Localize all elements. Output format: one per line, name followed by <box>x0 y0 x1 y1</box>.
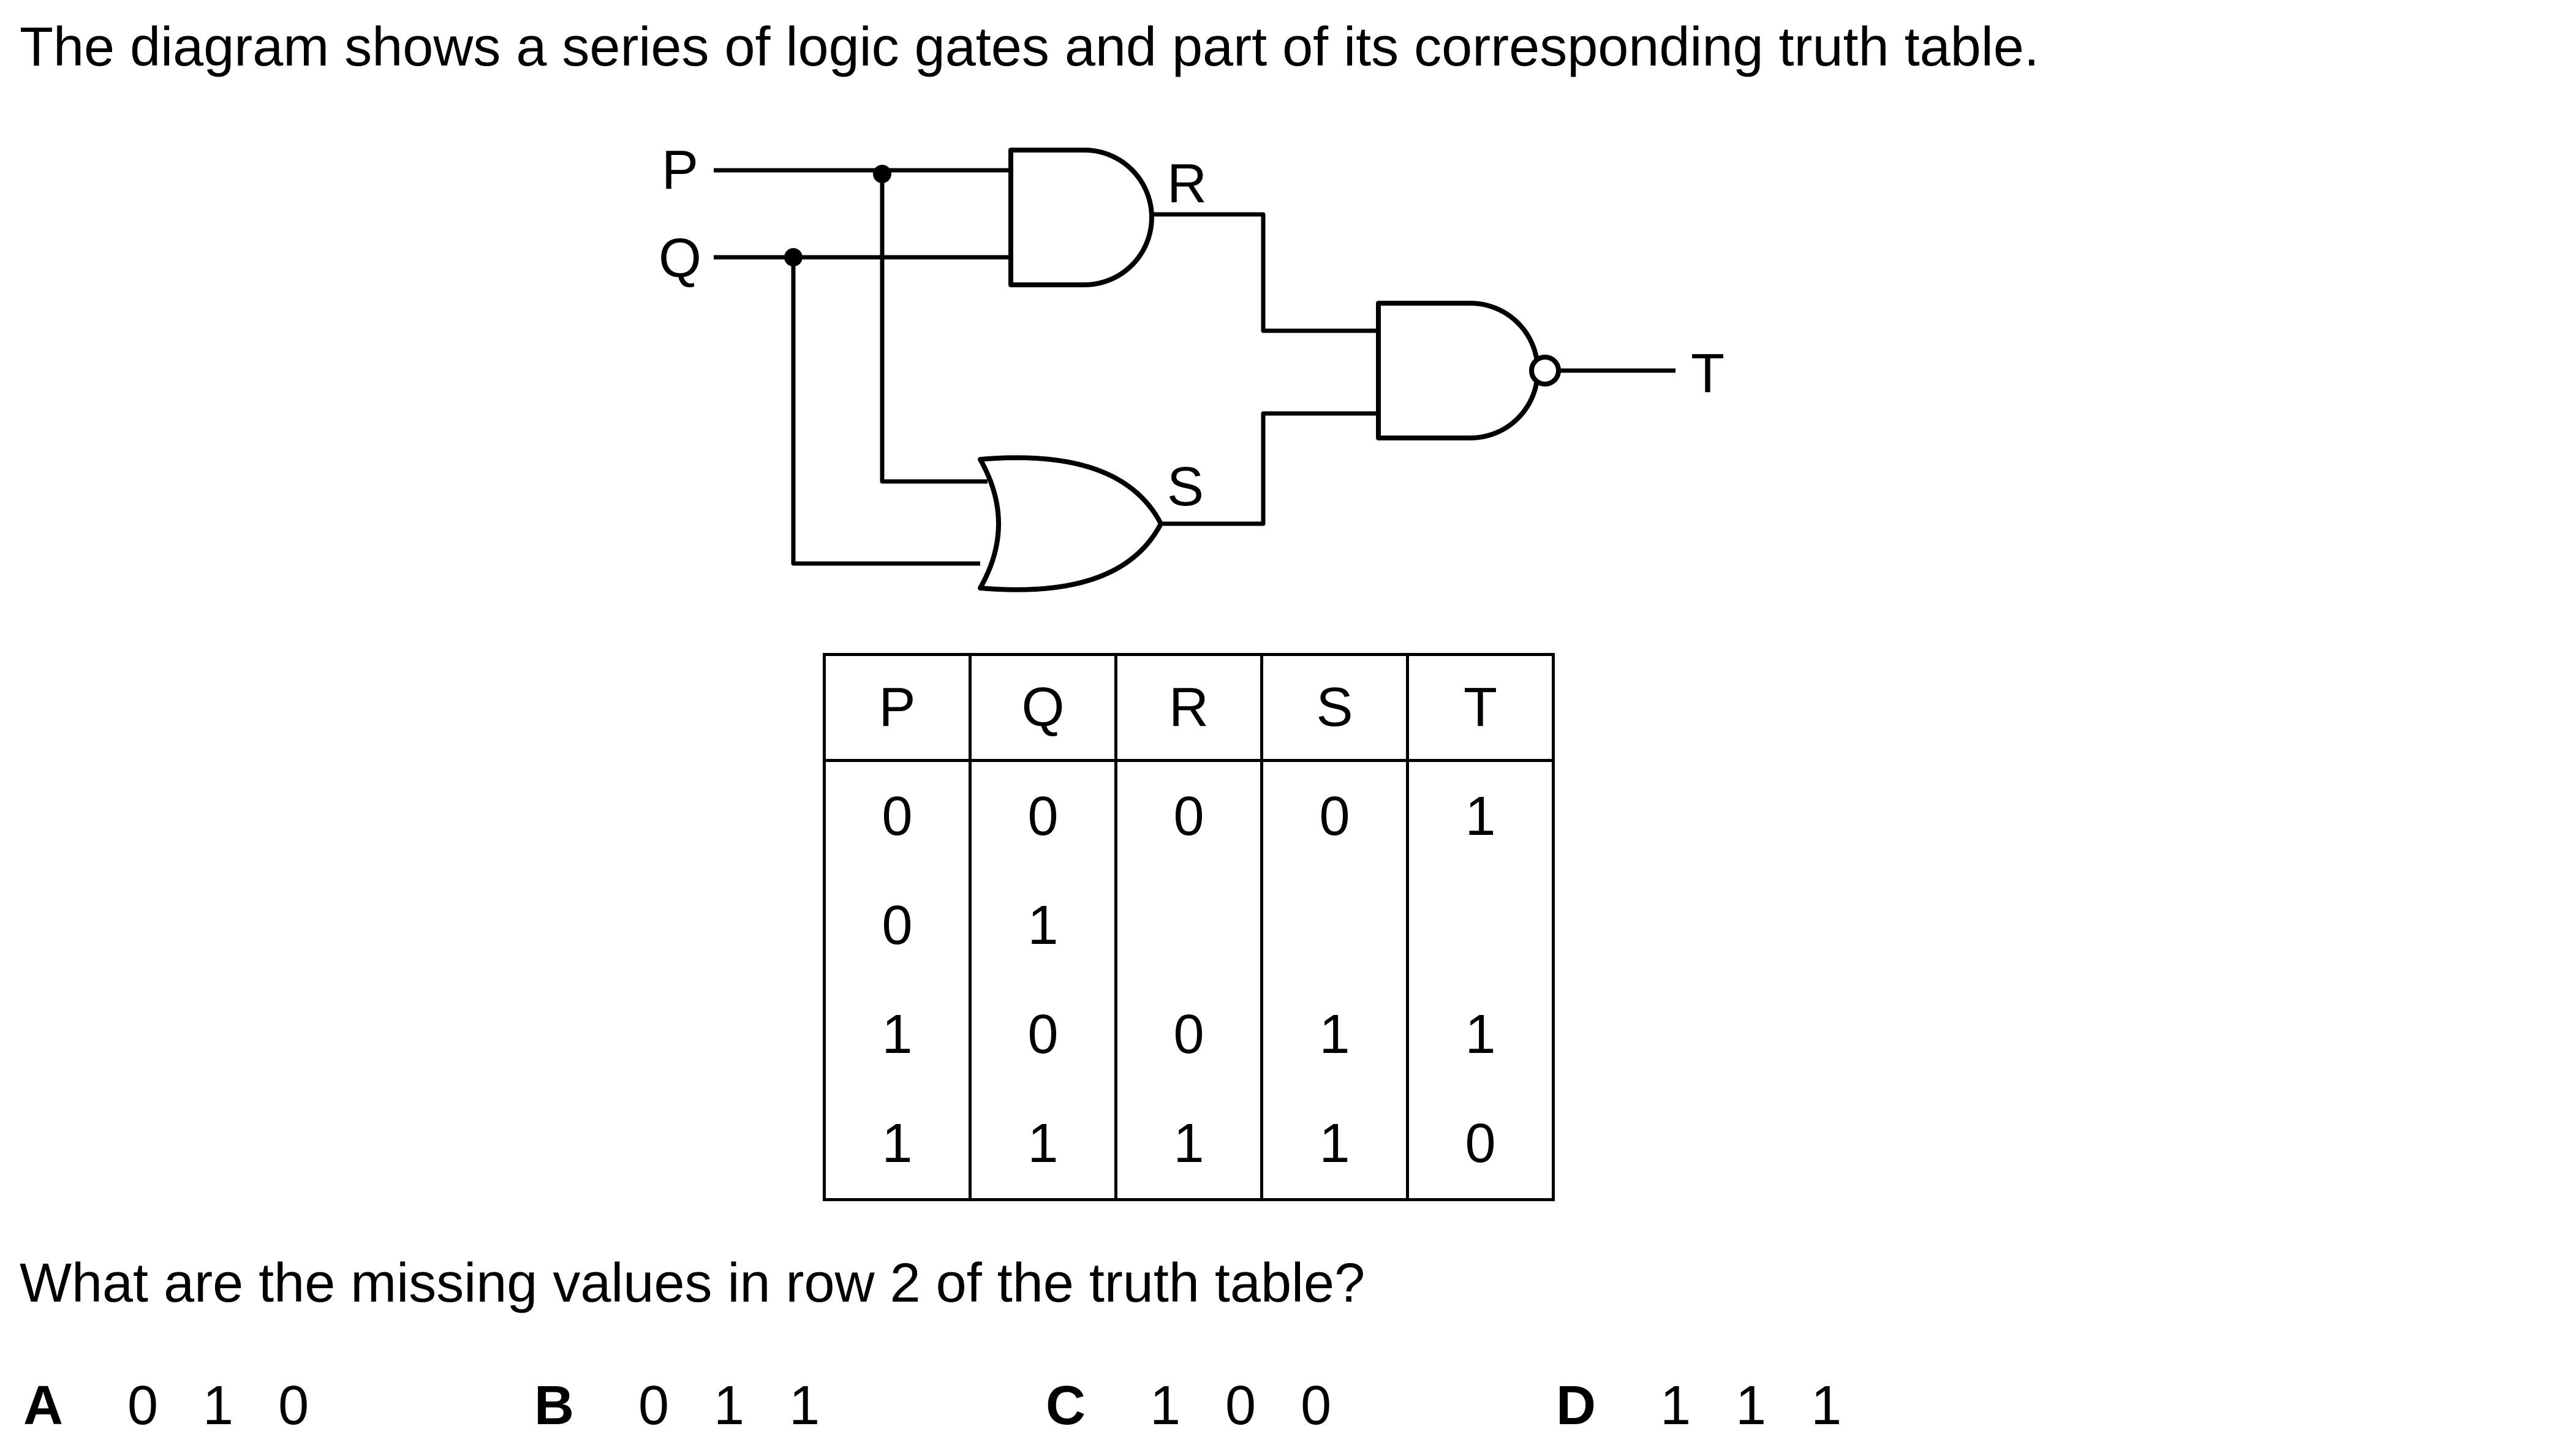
cell: 1 <box>823 1089 972 1200</box>
cell: 0 <box>969 760 1117 871</box>
cell: 0 <box>969 980 1117 1089</box>
logic-circuit: P Q R S T <box>659 140 1725 592</box>
table-row: 0 1 <box>823 871 1555 980</box>
cell: 1 <box>1260 980 1409 1089</box>
nand-bubble <box>1529 355 1561 387</box>
junction-dot-q <box>784 248 803 266</box>
option-c[interactable]: C 1 0 0 <box>1046 1372 1346 1439</box>
option-a[interactable]: A 0 1 0 <box>23 1372 323 1439</box>
option-value: 0 1 0 <box>127 1375 324 1436</box>
option-letter: B <box>534 1375 574 1436</box>
header-s: S <box>1260 654 1409 762</box>
cell: 1 <box>1260 1089 1409 1200</box>
nand-gate <box>1376 301 1540 440</box>
option-letter: D <box>1556 1375 1596 1436</box>
cell: 1 <box>969 871 1117 980</box>
option-value: 0 1 1 <box>638 1375 835 1436</box>
header-t: T <box>1406 654 1555 762</box>
header-q: Q <box>969 654 1117 762</box>
cell: 0 <box>1114 760 1263 871</box>
table-row: 0 0 0 0 1 <box>823 760 1555 871</box>
table-row: 1 1 1 1 0 <box>823 1089 1555 1200</box>
and-gate <box>1008 148 1154 287</box>
option-value: 1 0 0 <box>1150 1375 1347 1436</box>
option-value: 1 1 1 <box>1660 1375 1857 1436</box>
label-t: T <box>1691 343 1725 404</box>
cell-missing <box>1406 871 1555 980</box>
junction-dot-p <box>873 165 891 183</box>
truth-table: P Q R S T 0 0 0 0 1 0 1 1 0 0 1 1 <box>823 653 1555 1201</box>
question-text: What are the missing values in row 2 of … <box>20 1253 1366 1314</box>
option-b[interactable]: B 0 1 1 <box>534 1372 834 1439</box>
wire-r <box>1152 212 1378 333</box>
cell: 0 <box>823 760 972 871</box>
label-r: R <box>1167 153 1207 214</box>
table-row: 1 0 0 1 1 <box>823 980 1555 1089</box>
label-p: P <box>662 140 698 201</box>
cell: 1 <box>969 1089 1117 1200</box>
cell-missing <box>1114 871 1263 980</box>
intro-text: The diagram shows a series of logic gate… <box>20 17 2039 78</box>
cell: 1 <box>823 980 972 1089</box>
table-header-row: P Q R S T <box>823 654 1555 762</box>
header-p: P <box>823 654 972 762</box>
label-q: Q <box>659 228 701 289</box>
header-r: R <box>1114 654 1263 762</box>
wire-p-branch <box>880 174 988 484</box>
cell: 1 <box>1406 760 1555 871</box>
cell: 0 <box>1406 1089 1555 1200</box>
label-s: S <box>1167 456 1204 518</box>
cell: 0 <box>823 871 972 980</box>
cell: 1 <box>1406 980 1555 1089</box>
or-gate <box>978 455 1163 592</box>
option-d[interactable]: D 1 1 1 <box>1556 1372 1856 1439</box>
cell-missing <box>1260 871 1409 980</box>
wire-q-branch <box>791 257 980 566</box>
cell: 0 <box>1260 760 1409 871</box>
option-letter: C <box>1046 1375 1086 1436</box>
cell: 1 <box>1114 1089 1263 1200</box>
option-letter: A <box>23 1375 63 1436</box>
cell: 0 <box>1114 980 1263 1089</box>
wire-s <box>1161 411 1378 526</box>
